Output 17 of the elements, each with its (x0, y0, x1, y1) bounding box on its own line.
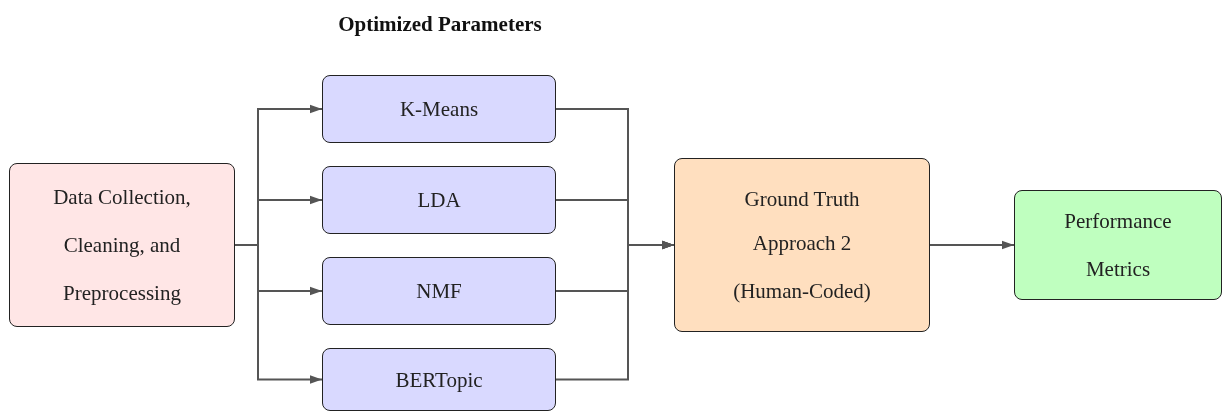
method-box (322, 75, 556, 143)
node-text: Data Collection, Cleaning, and Preprocessing (52, 184, 192, 307)
ground-truth-box (674, 158, 930, 332)
node-text: BERTopic (395, 366, 483, 394)
node-text: Approach 2 (Human-Coded) (732, 230, 872, 305)
node-text: LDA (417, 187, 461, 214)
process-box (9, 163, 235, 327)
method-box (322, 257, 556, 325)
diagram-title: Optimized Parameters (337, 12, 543, 37)
node-text: Ground Truth (744, 186, 860, 213)
metrics-box (1014, 190, 1222, 300)
node-text: NMF (416, 278, 462, 305)
method-box (322, 166, 556, 234)
arrow (929, 240, 1015, 250)
node-text: K-Means (399, 96, 479, 123)
method-box (322, 348, 556, 411)
node-text: Performance Metrics (1063, 208, 1173, 283)
